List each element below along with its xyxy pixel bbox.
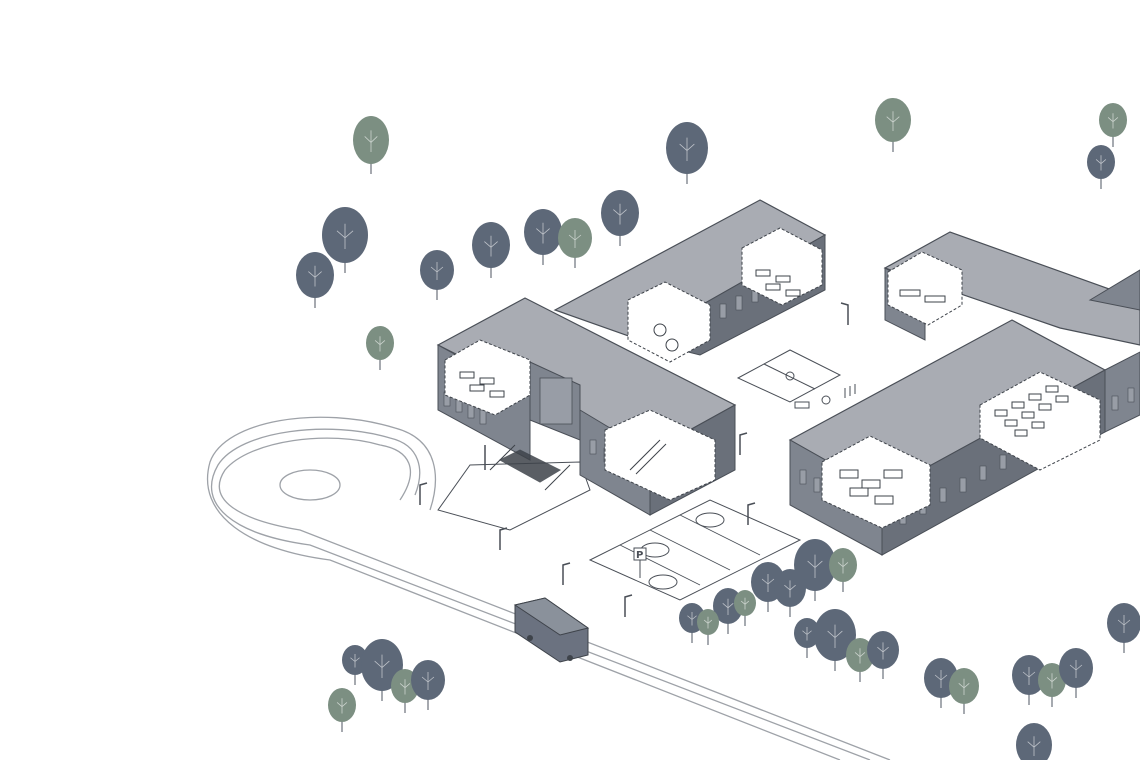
tree-icon	[829, 548, 857, 592]
tree-icon	[353, 116, 389, 174]
tree-icon	[814, 609, 856, 671]
entrance-plaza	[437, 461, 591, 531]
building-main-entrance	[436, 199, 827, 516]
cutaway-room-meeting	[627, 281, 711, 363]
basketball-court	[736, 349, 856, 409]
tree-icon	[1059, 648, 1093, 698]
tree-icon	[411, 660, 445, 710]
tree-icon	[1012, 655, 1046, 705]
tree-icon	[524, 209, 562, 265]
roundabout-island	[279, 469, 341, 501]
tree-icon	[296, 252, 334, 308]
cutaway-room-classroom	[979, 371, 1101, 471]
roof-dome	[1088, 269, 1140, 311]
tree-icon	[322, 207, 368, 273]
tree-icon	[1016, 723, 1052, 760]
cutaway-room-library	[821, 435, 931, 529]
tree-icon	[472, 222, 510, 278]
tree-icon	[846, 638, 874, 682]
tree-icon	[867, 631, 899, 679]
cutaway-room-library	[887, 251, 963, 326]
cutaway-room-stairs	[604, 409, 716, 501]
tree-icon	[1038, 663, 1066, 707]
tree-icon	[666, 122, 708, 184]
tree-icon	[361, 639, 403, 701]
tree-icon	[601, 190, 639, 246]
furniture	[839, 385, 1069, 505]
bus-icon	[513, 597, 590, 663]
building-right-front	[788, 319, 1140, 556]
wall	[1104, 351, 1140, 433]
tree-icon	[366, 326, 394, 370]
tree-icon	[794, 539, 836, 601]
tree-icon	[1099, 103, 1127, 147]
tree-icon	[420, 250, 454, 300]
tree-icon	[697, 609, 719, 645]
parking-sign-icon: P	[633, 547, 647, 578]
tree-icon	[1087, 145, 1115, 189]
roof	[883, 231, 1140, 346]
cutaway-room-classroom	[741, 227, 823, 306]
building-rear-right	[883, 231, 1140, 346]
tree-icon	[734, 590, 756, 626]
tree-icon	[949, 668, 979, 714]
playground-markings	[794, 384, 856, 409]
driveway	[206, 416, 891, 760]
tree-icon	[1107, 603, 1140, 653]
tree-icon	[558, 218, 592, 268]
tree-icon	[875, 98, 911, 152]
furniture	[459, 269, 801, 475]
tree-icon	[794, 618, 820, 658]
street-lamp-icon	[419, 302, 849, 617]
parking-sign-label: P	[636, 550, 643, 561]
entrance-glazing	[539, 377, 573, 425]
tree-icon	[774, 569, 806, 617]
tree-icon	[328, 688, 356, 732]
furniture	[899, 289, 946, 303]
exterior-stairs	[489, 444, 571, 491]
trees	[296, 98, 1140, 760]
